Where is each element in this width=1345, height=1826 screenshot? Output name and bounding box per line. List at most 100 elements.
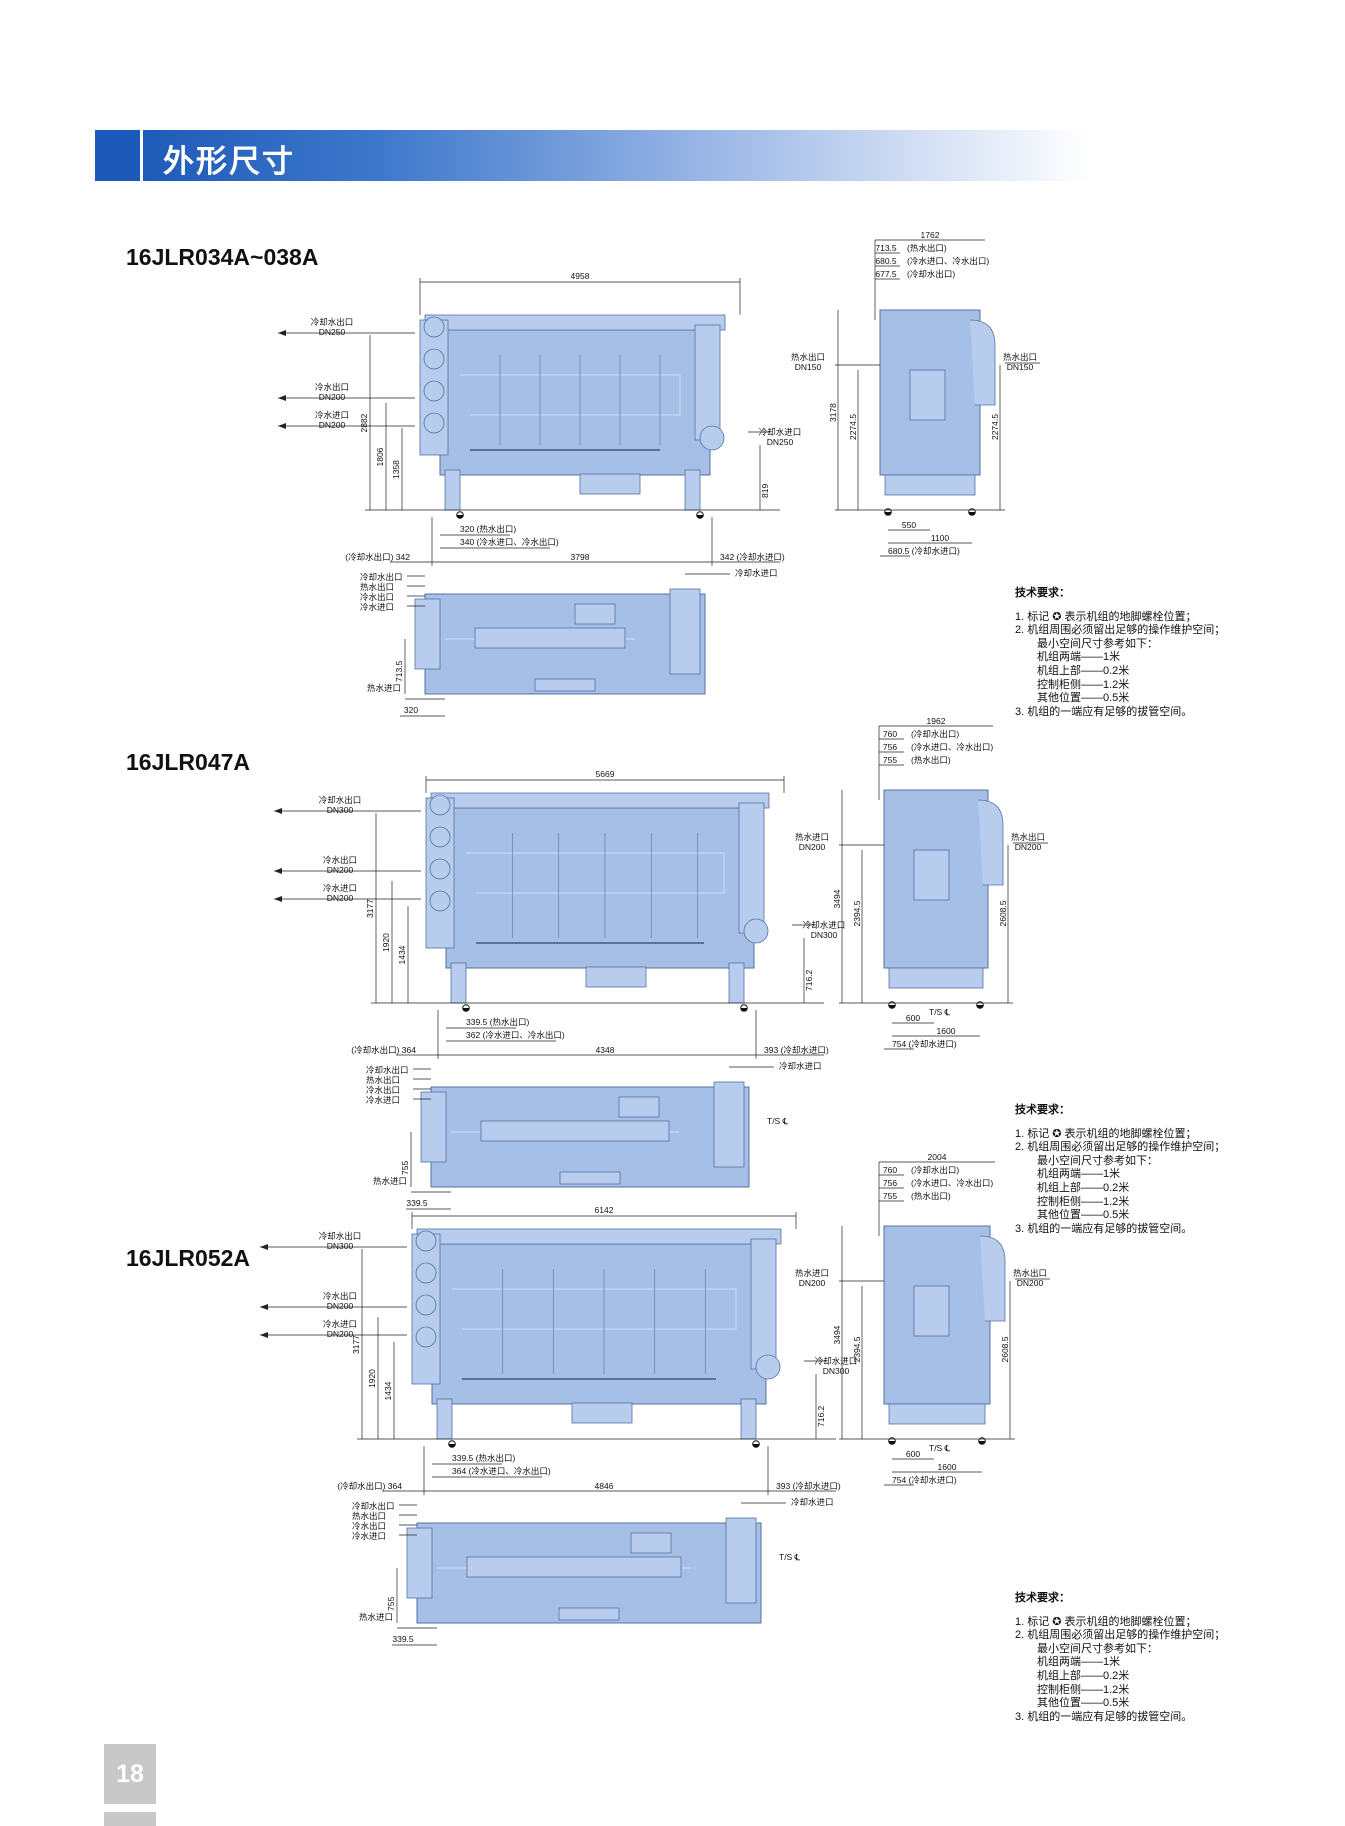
- dimension-label: (冷水进口、冷水出口): [911, 742, 993, 752]
- port-label: 冷却水进口: [779, 1061, 822, 1071]
- dimension-label: (冷水进口、冷水出口): [911, 1178, 993, 1188]
- support-leg: [450, 962, 467, 1004]
- anchor-bolt-icon: [752, 1444, 760, 1448]
- nozzle-flange: [699, 425, 725, 451]
- port-label: 冷却水进口: [759, 427, 802, 437]
- dimension-label: 320 (热水出口): [460, 524, 516, 534]
- port-label: 冷却水进口: [735, 568, 778, 578]
- pump-assembly: [571, 1402, 633, 1424]
- dimension-label: 1600: [937, 1026, 956, 1036]
- port-size-label: DN150: [1007, 362, 1034, 372]
- tech-title: 技术要求：: [1015, 1104, 1070, 1116]
- page-number-bar: [104, 1812, 156, 1826]
- tech-item: 其他位置——0.5米: [1037, 692, 1130, 705]
- port-size-label: DN200: [327, 1301, 354, 1311]
- port-label: 冷水出口: [366, 1085, 400, 1095]
- chiller-top-shell: [430, 792, 770, 809]
- port-label: 热水进口: [373, 1176, 407, 1186]
- tech-item: 2. 机组周围必须留出足够的操作维护空间；: [1015, 1141, 1226, 1154]
- port-label: 热水出口: [1011, 832, 1045, 842]
- port-label: 冷却水出口: [360, 572, 403, 582]
- dimension-label: 760: [883, 729, 897, 739]
- dimension-label: 4958: [571, 271, 590, 281]
- nozzle-flange: [423, 380, 445, 402]
- port-label: 冷水进口: [366, 1095, 400, 1105]
- dimension-label: (热水出口): [907, 243, 947, 253]
- port-label: 冷水进口: [360, 602, 394, 612]
- plan-waterbox-left: [414, 598, 441, 670]
- dimension-label: (冷却水出口): [911, 1165, 959, 1175]
- plan-waterbox-right: [725, 1517, 757, 1604]
- header-accent-block: [95, 130, 140, 181]
- dimension-label: 754 (冷却水进口): [892, 1475, 957, 1485]
- dimension-label: 393 (冷却水进口): [776, 1481, 841, 1491]
- tech-item: 机组两端——1米: [1037, 651, 1121, 664]
- dimension-label: 339.5: [406, 1198, 428, 1208]
- side-base: [884, 474, 976, 496]
- dimension-label: 4348: [596, 1045, 615, 1055]
- plan-base: [559, 1171, 621, 1185]
- tech-requirements: 技术要求： 1. 标记 ✪ 表示机组的地脚螺栓位置； 2. 机组周围必须留出足够…: [1015, 1104, 1255, 1236]
- dimension-label: 2274.5: [990, 414, 1000, 440]
- chiller-body: [431, 1243, 767, 1405]
- dimension-label: 2394.5: [852, 1336, 862, 1362]
- model-name: 16JLR052A: [126, 1245, 251, 1271]
- page-number: 18: [104, 1744, 156, 1804]
- chiller-body: [445, 807, 755, 969]
- tech-item: 机组两端——1米: [1037, 1168, 1121, 1181]
- tech-item: 机组上部——0.2米: [1037, 1669, 1130, 1682]
- header-gradient-bar: [143, 130, 1090, 181]
- tech-item: 3. 机组的一端应有足够的拔管空间。: [1015, 705, 1193, 718]
- plan-base: [558, 1607, 620, 1621]
- port-label: 冷水进口: [352, 1531, 386, 1541]
- port-size-label: DN200: [327, 893, 354, 903]
- dimension-label: (冷却水出口): [911, 729, 959, 739]
- nozzle-flange: [429, 794, 451, 816]
- water-box-right: [738, 802, 765, 934]
- port-size-label: DN150: [795, 362, 822, 372]
- dimension-label: 1100: [931, 533, 950, 543]
- dimension-label: 600: [906, 1449, 920, 1459]
- port-label: 冷水出口: [360, 592, 394, 602]
- support-leg: [684, 469, 701, 511]
- dimension-label: (冷却水出口) 342: [345, 552, 410, 562]
- dimension-label: 3798: [571, 552, 590, 562]
- port-label: 热水出口: [360, 582, 394, 592]
- anchor-bolt-icon: [888, 1441, 896, 1445]
- dimension-label: 819: [760, 484, 770, 498]
- dimension-label: 1434: [397, 945, 407, 964]
- port-size-label: DN200: [799, 1278, 826, 1288]
- port-label: 冷水进口: [323, 1319, 357, 1329]
- dimension-label: 339.5: [392, 1634, 414, 1644]
- dimension-label: (热水出口): [911, 755, 951, 765]
- plan-tube: [480, 1120, 670, 1142]
- dimension-label: (冷却水出口): [907, 269, 955, 279]
- dimension-label: 713.5: [394, 660, 404, 682]
- dimension-label: 364 (冷水进口、冷水出口): [452, 1466, 551, 1476]
- dimension-label: 760: [883, 1165, 897, 1175]
- tech-requirements: 技术要求： 1. 标记 ✪ 表示机组的地脚螺栓位置； 2. 机组周围必须留出足够…: [1015, 1592, 1255, 1724]
- port-size-label: DN300: [823, 1366, 850, 1376]
- tube-service-label: T/S ℄: [767, 1116, 789, 1126]
- tube-service-label: T/S ℄: [779, 1552, 801, 1562]
- plan-waterbox-right: [713, 1081, 745, 1168]
- dimension-label: 680.5: [875, 256, 897, 266]
- plan-pump: [574, 603, 616, 625]
- nozzle-flange: [743, 918, 769, 944]
- dimension-label: 1434: [383, 1381, 393, 1400]
- anchor-bolt-icon: [696, 515, 704, 519]
- plan-tube: [466, 1556, 682, 1578]
- port-size-label: DN200: [1017, 1278, 1044, 1288]
- dimension-label: 756: [883, 1178, 897, 1188]
- tech-item: 控制柜侧——1.2米: [1037, 1683, 1130, 1696]
- port-label: 冷水出口: [352, 1521, 386, 1531]
- nozzle-flange: [415, 1262, 437, 1284]
- pipe-line: [466, 852, 725, 894]
- port-label: 热水出口: [366, 1075, 400, 1085]
- port-label: 热水进口: [367, 683, 401, 693]
- port-label: 冷却水出口: [311, 317, 354, 327]
- port-label: 冷却水出口: [352, 1501, 395, 1511]
- tech-item: 1. 标记 ✪ 表示机组的地脚螺栓位置；: [1015, 1615, 1197, 1628]
- tech-item: 最小空间尺寸参考如下：: [1037, 637, 1158, 650]
- port-size-label: DN250: [767, 437, 794, 447]
